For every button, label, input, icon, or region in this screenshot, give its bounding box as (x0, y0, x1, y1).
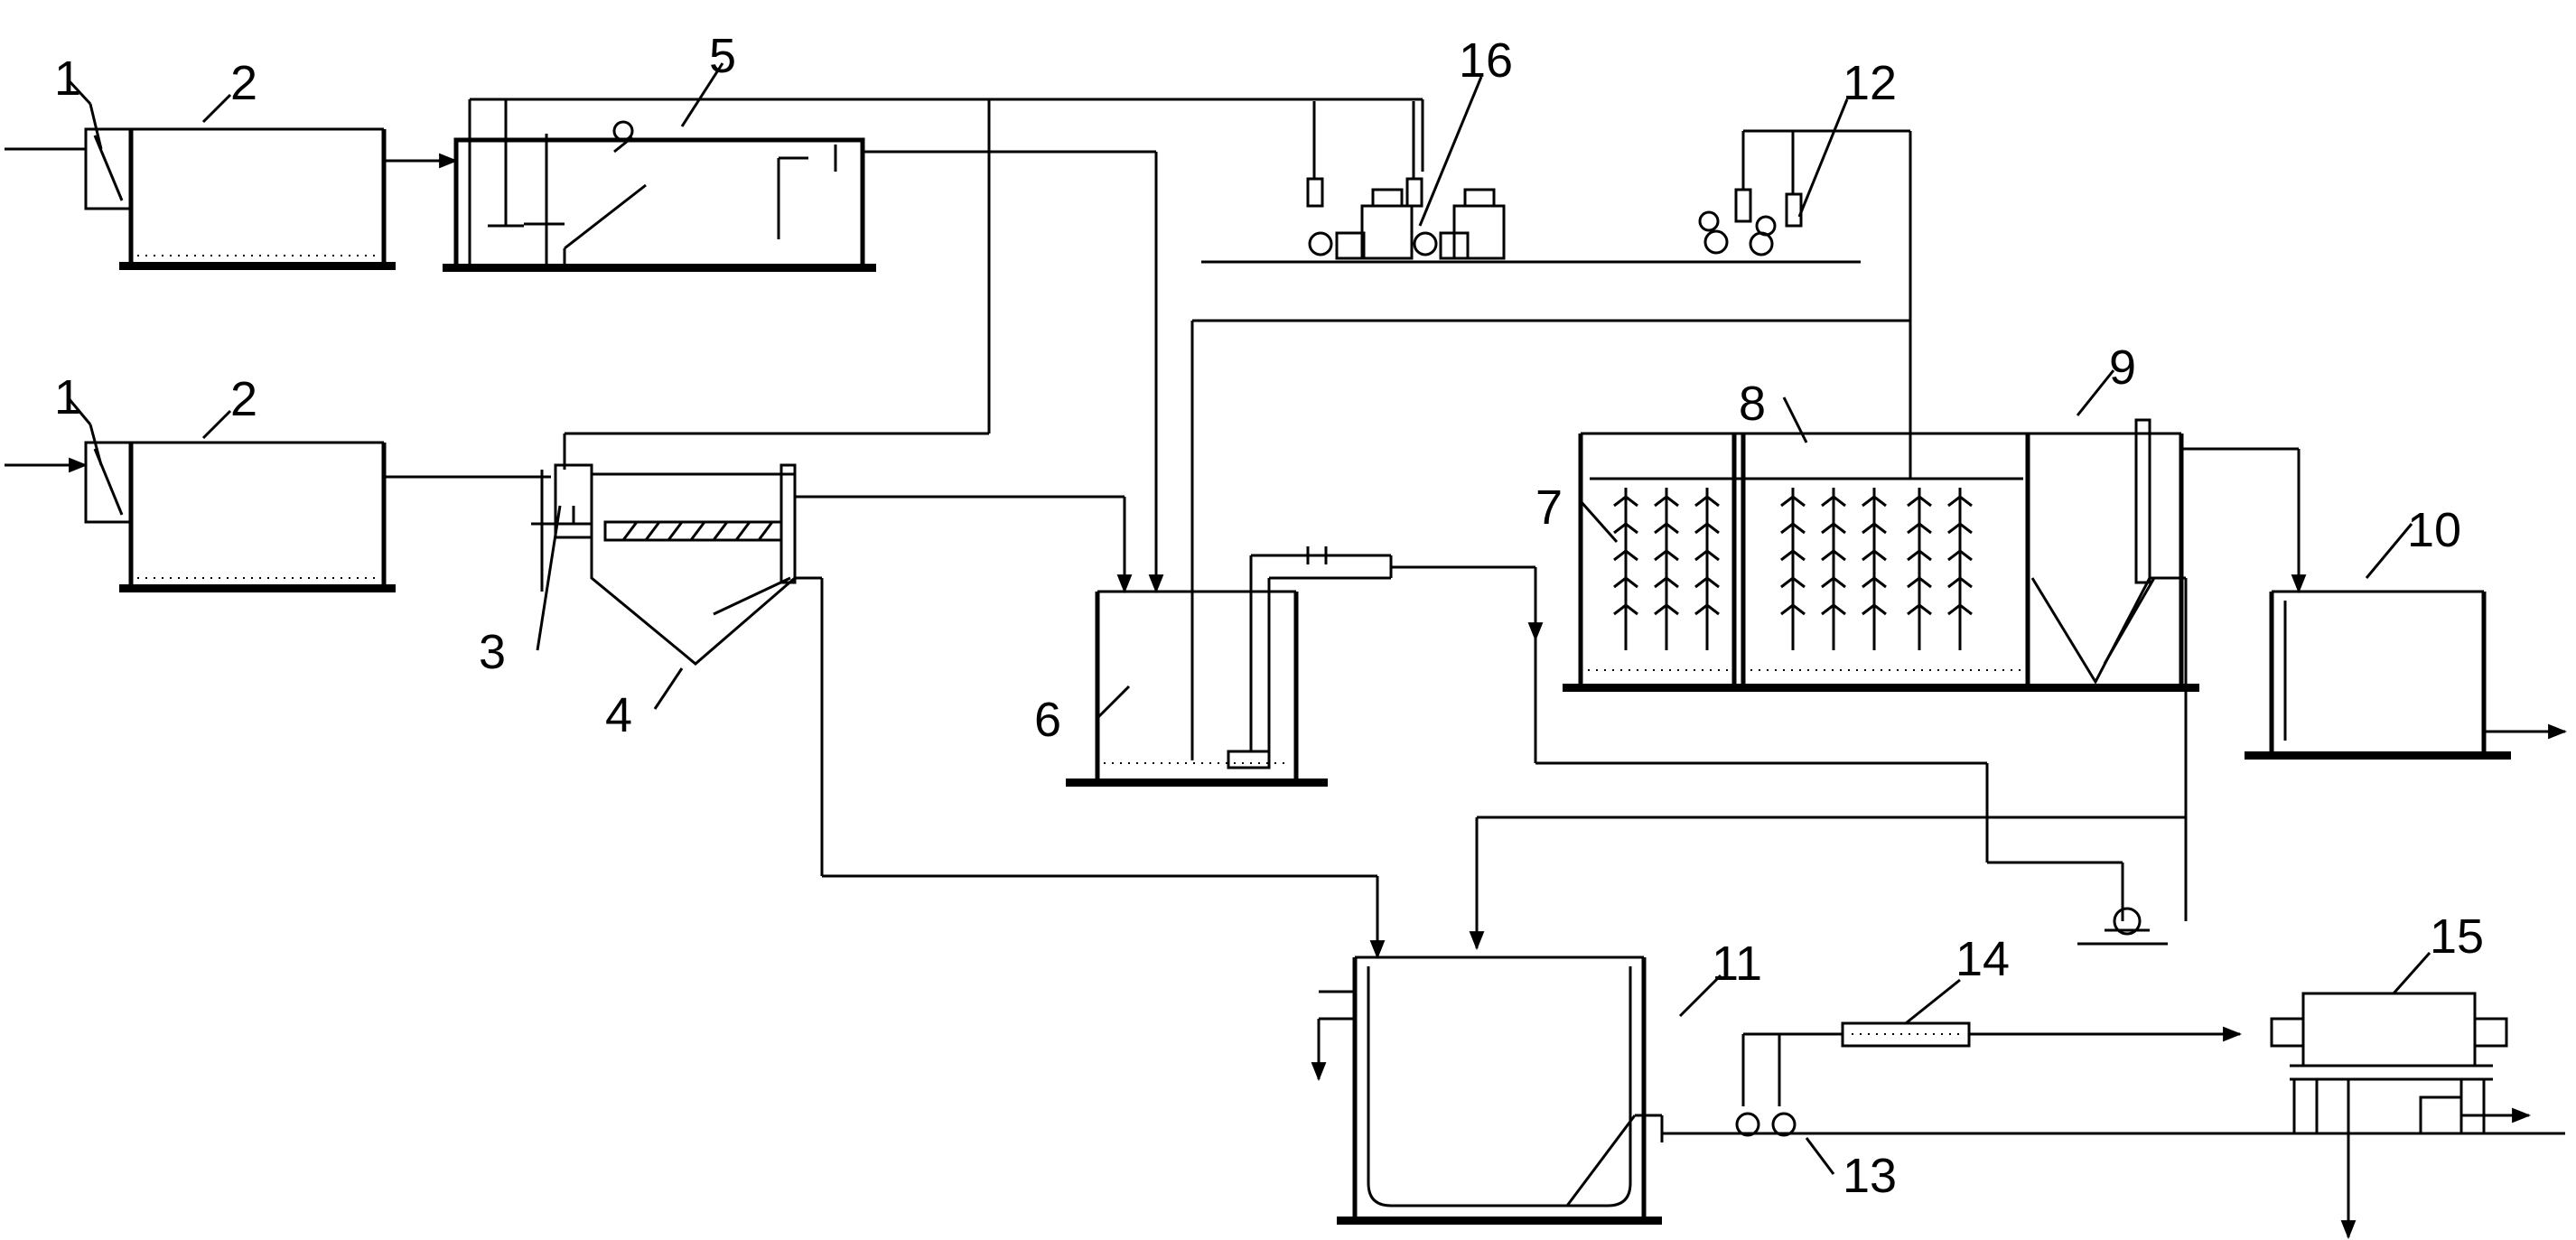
label-9: 9 (2109, 340, 2136, 395)
pipe-6-to-7 (1251, 546, 1544, 642)
label-1-top: 1 (54, 51, 81, 106)
tank-11 (1311, 956, 1662, 1225)
mixer-3 (531, 463, 593, 592)
label-5: 5 (709, 29, 736, 83)
label-12: 12 (1843, 56, 1897, 110)
dosing-unit-12 (1545, 98, 1912, 479)
leaders (66, 62, 2413, 1018)
tank-10 (2245, 590, 2568, 760)
air-header-to-3 (563, 432, 989, 470)
screen-1-bottom (84, 441, 133, 524)
label-13: 13 (1843, 1149, 1897, 1203)
tank-2-bottom (119, 441, 396, 592)
sludge-return-9 (1469, 576, 2188, 951)
media-7 (1613, 488, 1720, 650)
filter-14 (1841, 978, 2243, 1048)
media-8 (1780, 488, 1973, 650)
label-8: 8 (1739, 377, 1766, 431)
label-11: 11 (1712, 937, 1762, 991)
pipe-9-to-10 (2181, 447, 2307, 594)
pipe-5-to-6 (863, 150, 1164, 594)
tank-7-8-9 (1563, 418, 2199, 692)
label-4: 4 (605, 688, 632, 742)
dosing-unit-16 (1201, 76, 1689, 264)
label-14: 14 (1955, 932, 2010, 986)
screen-1-top (84, 127, 133, 210)
tank-2-top (119, 127, 396, 270)
tank-5 (443, 120, 876, 272)
label-10: 10 (2407, 503, 2461, 557)
label-3: 3 (479, 625, 506, 679)
pipe-4-to-6 (795, 495, 1133, 594)
label-2-bottom: 2 (230, 372, 257, 426)
label-1-bottom: 1 (54, 370, 81, 424)
pipe-4-sludge-to-11 (795, 576, 1386, 960)
label-6: 6 (1034, 693, 1061, 747)
label-15: 15 (2430, 909, 2484, 964)
clarifier-4 (590, 463, 797, 666)
pumps-13 (1635, 1032, 2565, 1175)
label-7: 7 (1535, 480, 1563, 535)
label-16: 16 (1459, 33, 1513, 88)
filter-press-15 (2270, 952, 2532, 1240)
tank-6 (1066, 321, 1328, 787)
dosing-header-top (468, 98, 1424, 434)
label-2-top: 2 (230, 56, 257, 110)
